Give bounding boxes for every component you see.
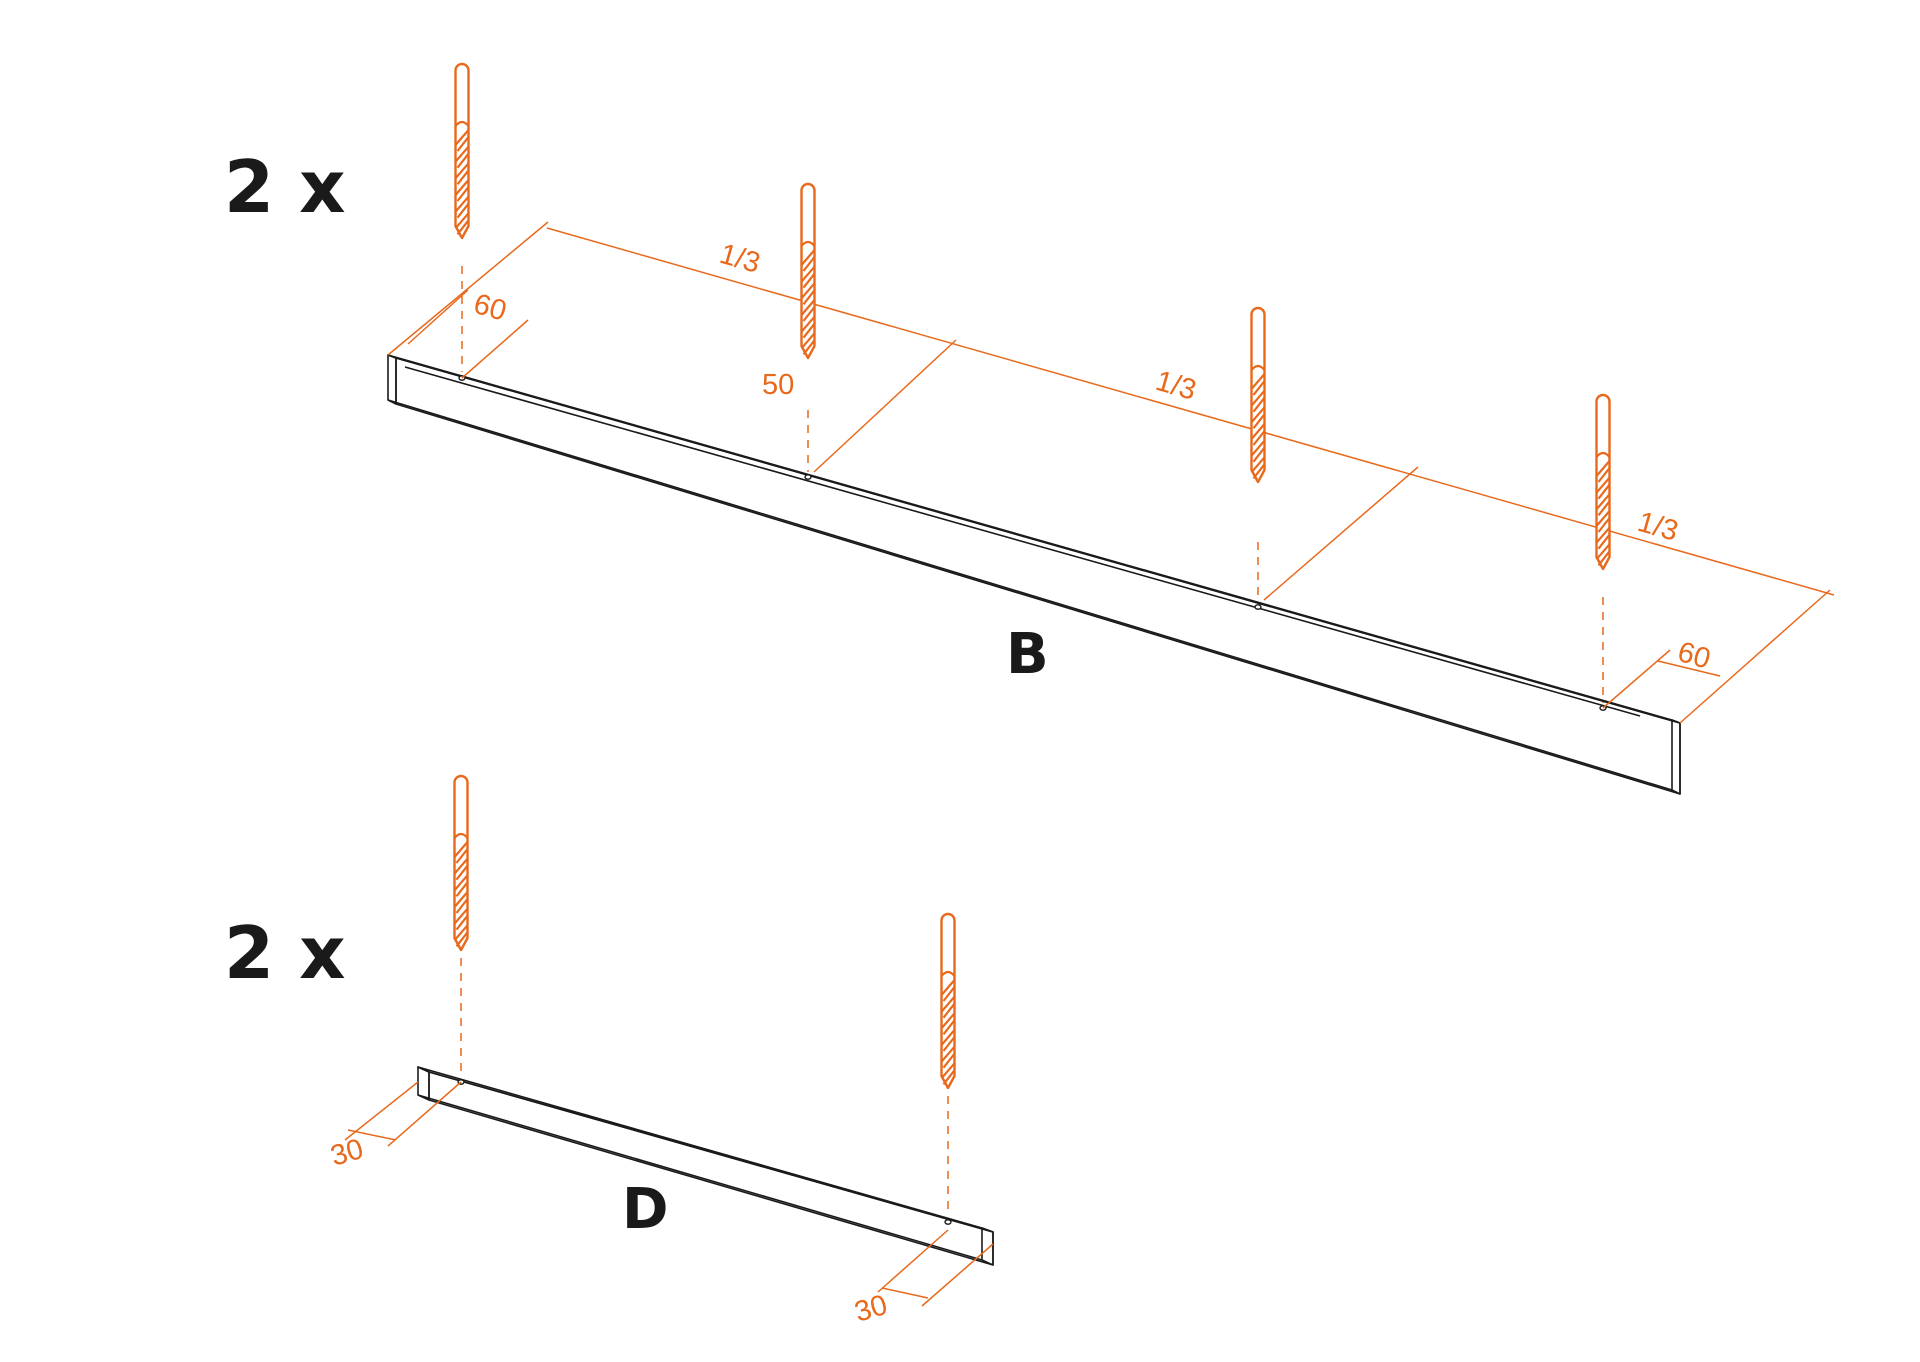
drill-hole-b2 xyxy=(804,474,812,480)
dimension-line-d-30-right xyxy=(881,1287,929,1299)
dimension-line-b-60-left xyxy=(407,289,469,345)
part-label-d: D xyxy=(622,1177,668,1242)
dimension-label-b-third-2: 1/3 xyxy=(1152,365,1200,407)
quantity-label-b: 2 x xyxy=(224,145,346,229)
dimension-line-d-30-left xyxy=(347,1129,397,1141)
extension-line-b-hole4 xyxy=(1602,649,1671,709)
extension-line-d-left-end xyxy=(344,1081,419,1141)
drill-bit-icon xyxy=(940,912,956,1090)
dimension-line-b-60-right xyxy=(1657,660,1721,677)
drill-bit-icon xyxy=(454,62,470,240)
drill-bit-icon xyxy=(1595,393,1611,571)
drill-bit-icon xyxy=(1250,306,1266,484)
part-label-b: B xyxy=(1006,622,1049,687)
drill-bit-icon xyxy=(453,774,469,952)
extension-line-b-hole1 xyxy=(461,319,529,379)
dimension-line-b-thirds xyxy=(546,227,1835,596)
beam-b-end-face-right xyxy=(1671,719,1681,795)
beam-b-end-face-left xyxy=(387,354,397,405)
extension-line-d-hole2 xyxy=(877,1229,949,1293)
extension-line-d-hole1 xyxy=(387,1081,462,1147)
dimension-label-b-50: 50 xyxy=(762,369,794,401)
dimension-label-b-third-3: 1/3 xyxy=(1634,506,1682,548)
quantity-label-d: 2 x xyxy=(224,911,346,995)
beam-d-front-face xyxy=(428,1071,994,1266)
extension-line-b-hole3 xyxy=(1263,466,1419,601)
dimension-label-b-third-1: 1/3 xyxy=(716,238,764,280)
dimension-lines-d xyxy=(344,1081,994,1307)
section-b: 2 x 60 xyxy=(224,62,1835,795)
dimension-label-d-30-right: 30 xyxy=(851,1289,891,1329)
dimension-label-b-60-right: 60 xyxy=(1674,636,1714,676)
beam-b xyxy=(387,354,1681,795)
beam-b-bottom-back-edge xyxy=(387,399,1673,791)
section-d: 2 x 30 30 D xyxy=(224,774,994,1329)
beam-d-end-face-right xyxy=(981,1227,994,1266)
beam-b-top-inner-edge xyxy=(404,366,1641,717)
extension-line-b-hole2 xyxy=(813,339,957,473)
beam-d-bottom-back-edge xyxy=(417,1094,983,1261)
extension-line-b-right-end xyxy=(1679,589,1831,724)
beam-d xyxy=(417,1066,994,1266)
dimension-label-b-60-left: 60 xyxy=(470,288,510,328)
extension-line-b-left-end xyxy=(387,221,549,356)
dimension-lines-b xyxy=(387,221,1835,724)
extension-line-d-right-end xyxy=(921,1243,994,1307)
beam-b-front-face xyxy=(395,357,1681,795)
drill-bit-icon xyxy=(800,182,816,360)
drill-hole-d2 xyxy=(944,1219,952,1225)
dimension-label-d-30-left: 30 xyxy=(327,1133,367,1173)
drill-hole-b3 xyxy=(1254,604,1262,610)
